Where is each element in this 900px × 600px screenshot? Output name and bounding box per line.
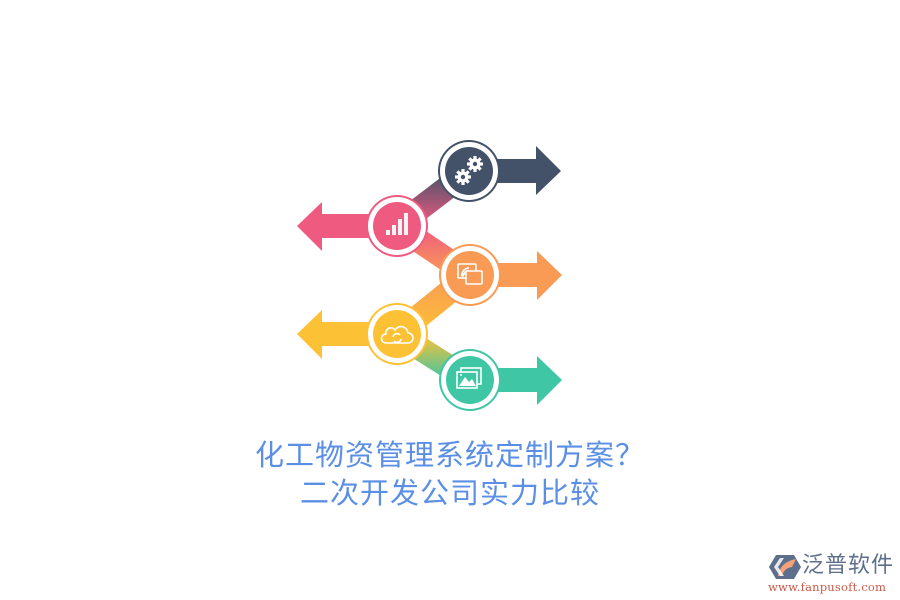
page-title-line-1: 化工物资管理系统定制方案？ — [254, 438, 645, 472]
screen-cast-icon — [457, 263, 483, 285]
circle-step-5 — [439, 349, 501, 411]
logo-url: www.fanpusoft.com — [768, 580, 887, 594]
signal-bars-icon — [386, 213, 408, 235]
circle-step-1 — [438, 140, 500, 202]
logo-mark-icon — [769, 555, 801, 579]
circle-step-2 — [366, 195, 428, 257]
process-infographic — [297, 140, 562, 411]
circle-step-4 — [366, 303, 428, 365]
circle-step-3 — [439, 244, 501, 306]
page-title-line-2: 二次开发公司实力比较 — [299, 476, 600, 510]
logo-name: 泛普软件 — [802, 553, 895, 578]
gears-icon — [455, 156, 483, 185]
image-gallery-icon — [456, 367, 482, 389]
brand-logo[interactable]: 泛普软件 www.fanpusoft.com — [766, 552, 896, 596]
cloud-sync-icon — [380, 325, 414, 344]
